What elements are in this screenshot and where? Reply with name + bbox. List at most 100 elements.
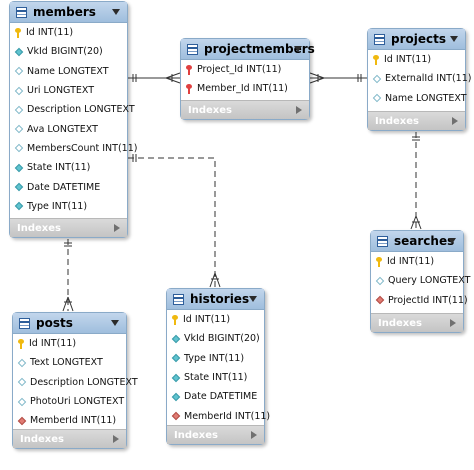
column-row[interactable]: Id INT(11) [371, 252, 463, 271]
expand-arrow-icon[interactable] [450, 319, 456, 327]
column-label: Query LONGTEXT [388, 275, 471, 287]
not-null-column-icon [171, 353, 181, 363]
column-row[interactable]: ExternalId INT(11) [368, 69, 471, 88]
column-row[interactable]: Date DATETIME [10, 177, 127, 196]
indexes-section[interactable]: Indexes [181, 100, 309, 119]
column-icon [372, 93, 382, 103]
column-label: MemberId INT(11) [30, 415, 117, 427]
column-label: Date DATETIME [184, 391, 258, 403]
table-searches[interactable]: searches Id INT(11) Query LONGTEXT ProjectI… [370, 230, 470, 333]
relationship-projectmembers-members [128, 72, 181, 84]
column-row[interactable]: Project_Id INT(11) [181, 60, 309, 79]
column-row[interactable]: Id INT(11) [13, 334, 126, 353]
table-header[interactable]: projects [368, 29, 465, 50]
column-row[interactable]: State INT(11) [10, 158, 127, 177]
indexes-label: Indexes [20, 433, 64, 445]
column-row[interactable]: Name LONGTEXT [10, 62, 127, 81]
indexes-section[interactable]: Indexes [13, 429, 126, 448]
column-label: Name LONGTEXT [27, 65, 109, 77]
column-row[interactable]: Id INT(11) [10, 23, 127, 42]
collapse-arrow-icon[interactable] [450, 36, 458, 42]
not-null-column-icon [14, 163, 24, 172]
column-row[interactable]: Id INT(11) [167, 310, 264, 329]
column-label: Date DATETIME [27, 181, 101, 193]
indexes-label: Indexes [188, 104, 232, 116]
primary-foreign-key-icon [186, 83, 192, 94]
table-histories[interactable]: histories Id INT(11) VkId BIGINT(20) Type I… [166, 288, 270, 445]
column-row[interactable]: Date DATETIME [167, 387, 264, 406]
primary-key-icon [172, 314, 178, 325]
column-label: VkId BIGINT(20) [184, 333, 260, 345]
column-row[interactable]: Type INT(11) [167, 349, 264, 368]
column-list: Project_Id INT(11) Member_Id INT(11) [181, 60, 309, 99]
table-header[interactable]: searches [371, 231, 463, 252]
expand-arrow-icon[interactable] [452, 117, 458, 125]
indexes-section[interactable]: Indexes [10, 218, 127, 237]
primary-key-icon [376, 256, 382, 267]
column-row[interactable]: Ava LONGTEXT [10, 119, 127, 138]
column-icon [375, 276, 385, 286]
collapse-arrow-icon[interactable] [448, 238, 456, 244]
column-label: Id INT(11) [387, 256, 435, 268]
indexes-section[interactable]: Indexes [368, 111, 465, 130]
column-label: Id INT(11) [183, 314, 231, 326]
expand-arrow-icon[interactable] [113, 435, 119, 443]
indexes-section[interactable]: Indexes [371, 313, 463, 332]
table-icon [187, 43, 198, 55]
indexes-section[interactable]: Indexes [167, 425, 264, 444]
column-list: Id INT(11)ExternalId INT(11)Name LONGTEX… [368, 50, 471, 108]
column-row[interactable]: VkId BIGINT(20) [167, 329, 264, 348]
column-row[interactable]: ProjectId INT(11) [371, 291, 468, 310]
collapse-arrow-icon[interactable] [249, 296, 257, 302]
column-row[interactable]: VkId BIGINT(20) [10, 42, 127, 61]
table-header[interactable]: posts [13, 313, 126, 334]
column-row[interactable]: PhotoUri LONGTEXT [13, 392, 126, 411]
table-header[interactable]: members [10, 2, 127, 23]
collapse-arrow-icon[interactable] [294, 46, 302, 52]
column-row[interactable]: State INT(11) [167, 368, 264, 387]
collapse-arrow-icon[interactable] [112, 9, 120, 15]
column-row[interactable]: Type INT(11) [10, 197, 127, 216]
column-row[interactable]: MemberId INT(11) [167, 406, 270, 425]
column-row[interactable]: MemberId INT(11) [13, 411, 126, 430]
foreign-key-icon [17, 416, 27, 426]
column-label: Member_Id INT(11) [197, 83, 288, 95]
not-null-column-icon [14, 47, 24, 57]
column-row[interactable]: Description LONGTEXT [10, 100, 135, 119]
column-label: PhotoUri LONGTEXT [30, 396, 125, 408]
expand-arrow-icon[interactable] [296, 106, 302, 114]
column-label: State INT(11) [184, 372, 248, 384]
column-row[interactable]: Uri LONGTEXT [10, 81, 127, 100]
not-null-column-icon [14, 182, 24, 192]
column-icon [17, 397, 27, 406]
column-label: State INT(11) [27, 162, 91, 174]
column-icon [14, 144, 24, 153]
primary-foreign-key-icon [186, 64, 192, 75]
column-row[interactable]: Name LONGTEXT [368, 89, 467, 108]
indexes-label: Indexes [378, 317, 422, 329]
column-row[interactable]: Description LONGTEXT [13, 373, 138, 392]
expand-arrow-icon[interactable] [114, 224, 120, 232]
column-row[interactable]: Query LONGTEXT [371, 271, 470, 290]
column-row[interactable]: Text LONGTEXT [13, 353, 126, 372]
column-label: MemberId INT(11) [184, 410, 271, 422]
column-row[interactable]: Id INT(11) [368, 50, 465, 69]
table-header[interactable]: projectmembers [181, 39, 315, 60]
primary-key-icon [18, 338, 24, 349]
column-row[interactable]: Member_Id INT(11) [181, 79, 309, 98]
table-icon [19, 317, 30, 329]
expand-arrow-icon[interactable] [251, 431, 257, 439]
table-title: posts [36, 316, 73, 330]
collapse-arrow-icon[interactable] [111, 320, 119, 326]
table-title: searches [394, 234, 455, 248]
column-label: Ava LONGTEXT [27, 123, 98, 135]
column-label: Description LONGTEXT [27, 104, 135, 116]
column-row[interactable]: MembersCount INT(11) [10, 139, 137, 158]
table-header[interactable]: histories [167, 289, 264, 310]
